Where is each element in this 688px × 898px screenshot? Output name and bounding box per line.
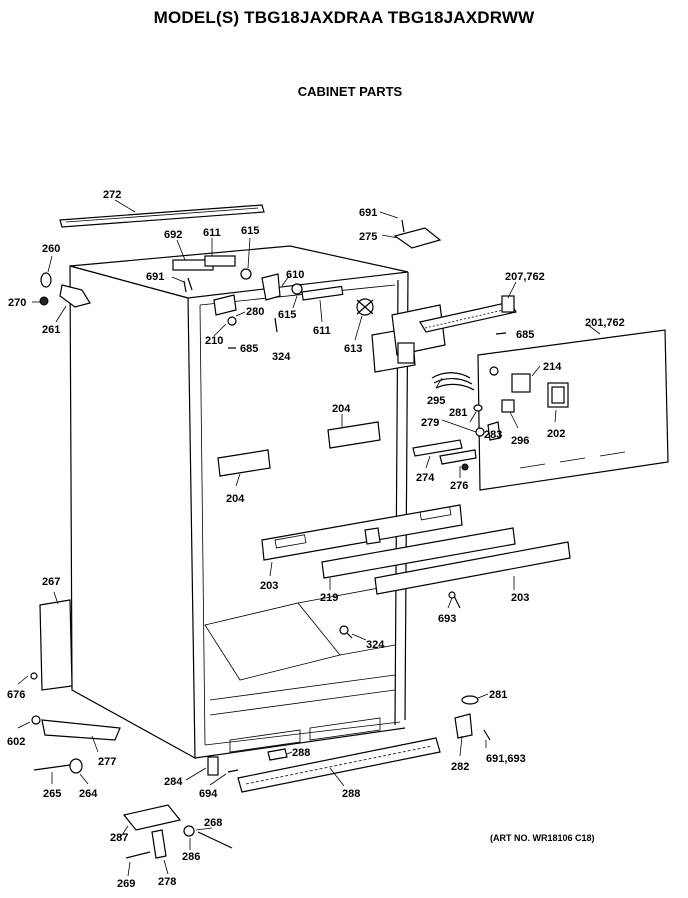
callout-276: 276	[450, 480, 468, 492]
callout-610: 610	[286, 269, 304, 281]
callout-267: 267	[42, 576, 60, 588]
control-panel	[477, 329, 669, 491]
callout-204-right: 204	[332, 403, 351, 415]
callout-204-left: 204	[226, 493, 245, 505]
callout-280: 280	[246, 306, 264, 318]
callout-281-top: 281	[449, 407, 467, 419]
callout-324-bottom: 324	[366, 639, 385, 651]
callout-281-bottom: 281	[489, 689, 507, 701]
callout-279: 279	[421, 417, 439, 429]
top-hinge-bracket	[393, 219, 442, 249]
callout-270: 270	[8, 297, 26, 309]
callout-264: 264	[79, 788, 98, 800]
callout-203-left: 203	[260, 580, 278, 592]
callout-219: 219	[320, 592, 338, 604]
mullion-rails	[261, 504, 571, 595]
callout-277: 277	[98, 756, 116, 768]
callout-324-top: 324	[272, 351, 291, 363]
callout-611-mid: 611	[313, 325, 331, 337]
callout-692: 692	[164, 229, 182, 241]
callout-685-left: 685	[240, 343, 258, 355]
art-number: (ART NO. WR18106 C18)	[490, 833, 595, 843]
section-title: CABINET PARTS	[297, 84, 403, 99]
callout-261: 261	[42, 324, 60, 336]
callout-615-mid: 615	[278, 309, 296, 321]
callout-202: 202	[547, 428, 565, 440]
side-panel-and-hinges	[30, 599, 121, 774]
shelf-brackets	[217, 421, 381, 477]
callout-268: 268	[204, 817, 222, 829]
callout-602: 602	[7, 736, 25, 748]
callout-265: 265	[43, 788, 61, 800]
callout-269: 269	[117, 878, 135, 890]
callout-287: 287	[110, 832, 128, 844]
upper-hinge-assembly	[39, 272, 91, 308]
callout-275: 275	[359, 231, 377, 243]
evaporator-fan-assembly	[356, 298, 446, 373]
top-rear-components	[172, 255, 344, 333]
callout-284: 284	[164, 776, 183, 788]
callout-201-762: 201,762	[585, 317, 625, 329]
cabinet-shell	[69, 245, 409, 760]
callout-272: 272	[103, 189, 121, 201]
callout-691-top: 691	[359, 207, 377, 219]
callout-288-top: 288	[292, 747, 310, 759]
callout-286: 286	[182, 851, 200, 863]
callout-691-left: 691	[146, 271, 164, 283]
callout-260: 260	[42, 243, 60, 255]
callout-278: 278	[158, 876, 176, 888]
callout-282: 282	[451, 761, 469, 773]
callout-210: 210	[205, 335, 223, 347]
diagram-title: MODEL(S) TBG18JAXDRAA TBG18JAXDRWW	[153, 8, 535, 27]
leader-lines	[17, 199, 601, 877]
callout-611-top: 611	[203, 227, 221, 239]
callout-296: 296	[511, 435, 529, 447]
top-trim-strip	[59, 204, 265, 228]
bottom-grille-parts	[207, 695, 491, 793]
callout-676: 676	[7, 689, 25, 701]
wiring-relay-parts	[431, 372, 515, 441]
middle-hinge-parts	[412, 439, 477, 471]
callout-labels: 272 260 270 261 692 611 615 691 610 615 …	[7, 189, 625, 890]
callout-295: 295	[427, 395, 445, 407]
callout-288-bottom: 288	[342, 788, 360, 800]
callout-693: 693	[438, 613, 456, 625]
callout-694: 694	[199, 788, 218, 800]
evaporator-duct	[419, 295, 517, 333]
callout-615-top: 615	[241, 225, 259, 237]
leveling-roller-parts	[122, 804, 233, 859]
callout-691-693: 691,693	[486, 753, 526, 765]
screws	[187, 277, 507, 639]
callout-274: 274	[416, 472, 435, 484]
callout-613: 613	[344, 343, 362, 355]
callout-203-right: 203	[511, 592, 529, 604]
callout-283: 283	[484, 429, 502, 441]
callout-685-right: 685	[516, 329, 534, 341]
callout-214: 214	[543, 361, 562, 373]
callout-207-762: 207,762	[505, 271, 545, 283]
